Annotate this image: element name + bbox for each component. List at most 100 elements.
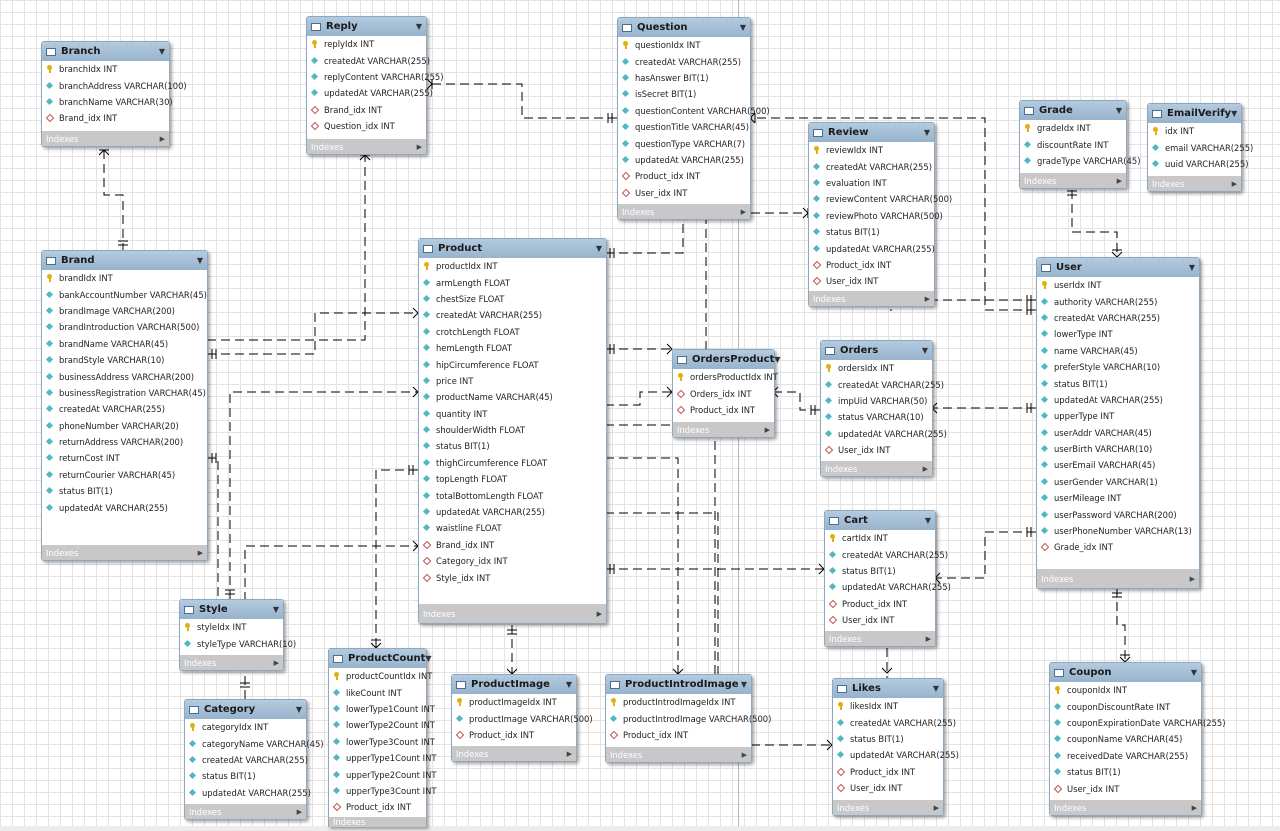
table-column[interactable]: couponExpirationDate VARCHAR(255) [1050,715,1226,731]
indexes-section[interactable]: Indexes [329,817,426,827]
table-column[interactable]: userAddr VARCHAR(45) [1037,425,1199,441]
table-column[interactable]: crotchLength FLOAT [419,324,606,340]
indexes-section[interactable]: Indexes▶ [618,204,750,219]
table-column[interactable]: productImageIdx INT [452,694,576,710]
table-header[interactable]: Brand▼ [42,251,207,270]
table-column[interactable]: createdAt VARCHAR(255) [618,53,750,69]
table-column[interactable]: idx INT [1148,123,1241,139]
table-column[interactable]: reviewPhoto VARCHAR(500) [809,208,943,224]
table-column[interactable]: status VARCHAR(10) [821,409,932,425]
collapse-arrow-icon[interactable]: ▼ [739,23,746,32]
table-column[interactable]: userEmail VARCHAR(45) [1037,457,1199,473]
table-column[interactable]: User_idx INT [825,612,935,628]
table-column[interactable]: User_idx INT [821,442,932,458]
table-header[interactable]: Style▼ [180,600,283,619]
table-column[interactable]: Product_idx INT [618,168,750,184]
table-header[interactable]: Cart▼ [825,511,935,530]
indexes-section[interactable]: Indexes▶ [419,604,606,623]
table-column[interactable]: lowerType1Count INT [329,701,435,717]
table-header[interactable]: EmailVerify▼ [1148,104,1241,123]
table-column[interactable]: bankAccountNumber VARCHAR(45) [42,286,207,302]
expand-arrow-icon[interactable]: ▶ [764,425,770,434]
table-column[interactable]: User_idx INT [618,185,750,201]
table-header[interactable]: Product▼ [419,239,606,258]
table-header[interactable]: Orders▼ [821,341,932,360]
table-column[interactable]: lowerType INT [1037,326,1199,342]
collapse-arrow-icon[interactable]: ▼ [924,516,931,525]
table-column[interactable]: productIdx INT [419,258,606,274]
indexes-section[interactable]: Indexes▶ [1050,800,1201,815]
expand-arrow-icon[interactable]: ▶ [1116,176,1122,185]
table-column[interactable]: likesIdx INT [833,698,943,714]
table-column[interactable]: brandIntroduction VARCHAR(500) [42,319,207,335]
expand-arrow-icon[interactable]: ▶ [596,609,602,618]
table-column[interactable]: branchAddress VARCHAR(100) [42,77,187,93]
table-column[interactable]: hemLength FLOAT [419,340,606,356]
table-column[interactable]: ordersIdx INT [821,360,932,376]
table-column[interactable]: Category_idx INT [419,553,606,569]
table-column[interactable]: questionType VARCHAR(7) [618,135,750,151]
table-column[interactable]: updatedAt VARCHAR(255) [618,152,750,168]
table-column[interactable]: Product_idx INT [833,764,943,780]
table-column[interactable]: impUid VARCHAR(50) [821,393,932,409]
table-column[interactable]: waistline FLOAT [419,520,606,536]
table-column[interactable]: uuid VARCHAR(255) [1148,156,1248,172]
collapse-arrow-icon[interactable]: ▼ [158,47,165,56]
table-header[interactable]: OrdersProduct▼ [673,350,781,369]
table-column[interactable]: Brand_idx INT [307,102,426,118]
collapse-arrow-icon[interactable]: ▼ [595,244,602,253]
indexes-section[interactable]: Indexes▶ [42,131,169,146]
expand-arrow-icon[interactable]: ▶ [925,634,931,643]
table-column[interactable]: status BIT(1) [825,563,935,579]
expand-arrow-icon[interactable]: ▶ [740,207,746,216]
table-column[interactable]: thighCircumference FLOAT [419,455,606,471]
table-column[interactable]: brandImage VARCHAR(200) [42,303,207,319]
indexes-section[interactable]: Indexes▶ [1148,176,1241,191]
table-column[interactable]: brandStyle VARCHAR(10) [42,352,207,368]
table-column[interactable]: status BIT(1) [419,438,606,454]
table-column[interactable]: Brand_idx INT [419,537,606,553]
expand-arrow-icon[interactable]: ▶ [273,658,279,667]
table-column[interactable]: hasAnswer BIT(1) [618,70,750,86]
indexes-section[interactable]: Indexes▶ [821,461,932,476]
table-column[interactable]: updatedAt VARCHAR(255) [185,785,311,801]
table-column[interactable]: status BIT(1) [1037,375,1199,391]
table-column[interactable]: branchName VARCHAR(30) [42,94,173,110]
table-header[interactable]: ProductCount▼ [329,649,432,668]
table-column[interactable]: User_idx INT [833,780,943,796]
table-column[interactable]: chestSize FLOAT [419,291,606,307]
table-column[interactable]: returnAddress VARCHAR(200) [42,434,207,450]
table-column[interactable]: updatedAt VARCHAR(255) [809,240,935,256]
table-column[interactable]: createdAt VARCHAR(255) [307,52,430,68]
indexes-section[interactable]: Indexes▶ [833,800,943,815]
collapse-arrow-icon[interactable]: ▼ [272,605,279,614]
table-header[interactable]: Review▼ [809,123,934,142]
expand-arrow-icon[interactable]: ▶ [159,134,165,143]
table-productintrodimage[interactable]: ProductIntrodImage▼ productIntrodImageId… [605,674,771,763]
indexes-section[interactable]: Indexes▶ [673,422,774,437]
indexes-section[interactable]: Indexes▶ [606,747,751,762]
table-column[interactable]: createdAt VARCHAR(255) [42,401,207,417]
table-column[interactable]: userPassword VARCHAR(200) [1037,506,1199,522]
table-column[interactable]: returnCourier VARCHAR(45) [42,467,207,483]
expand-arrow-icon[interactable]: ▶ [924,294,930,303]
collapse-arrow-icon[interactable]: ▼ [1190,668,1197,677]
collapse-arrow-icon[interactable]: ▼ [932,684,939,693]
table-header[interactable]: Branch▼ [42,42,169,61]
table-column[interactable]: gradeIdx INT [1020,120,1126,136]
table-column[interactable]: questionContent VARCHAR(500) [618,103,770,119]
table-column[interactable]: upperType1Count INT [329,750,436,766]
collapse-arrow-icon[interactable]: ▼ [196,256,203,265]
table-column[interactable]: updatedAt VARCHAR(255) [307,85,433,101]
table-header[interactable]: Category▼ [185,700,306,719]
table-column[interactable]: Product_idx INT [452,727,576,743]
table-column[interactable]: createdAt VARCHAR(255) [1037,310,1199,326]
expand-arrow-icon[interactable]: ▶ [566,749,572,758]
table-header[interactable]: Grade▼ [1020,101,1126,120]
